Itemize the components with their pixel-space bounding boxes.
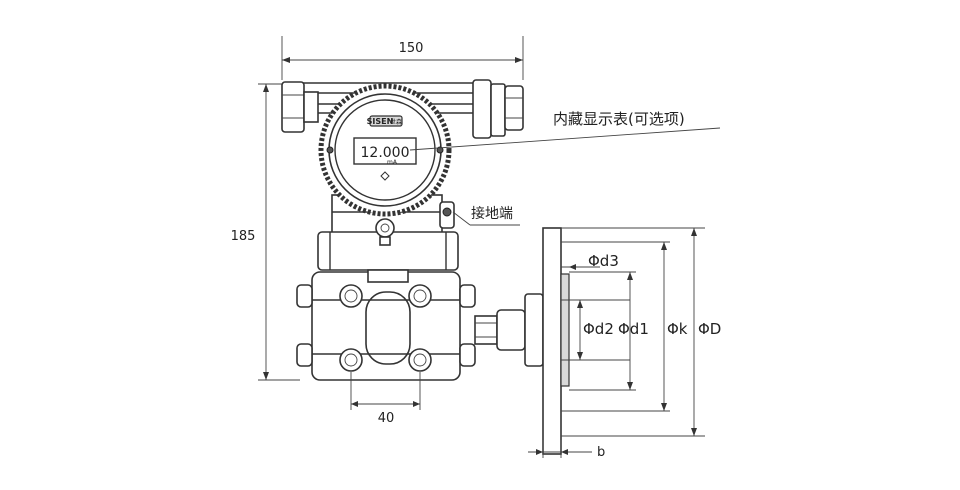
display-cover: SISEN 世森 12.000 mA 内藏显示表(可选项): [318, 83, 721, 217]
diameter-k-label: Φk: [667, 320, 688, 338]
diameter-D-label: ΦD: [698, 320, 721, 338]
diameter-d1-label: Φd1: [618, 320, 649, 338]
display-callout-label: 内藏显示表(可选项): [553, 110, 685, 128]
ground-terminal: 接地端: [439, 201, 520, 229]
flange-diameter-dimensions: ΦD Φk Φd1 Φd2 Φd3: [561, 227, 721, 437]
height-label: 185: [231, 229, 256, 244]
display-unit: mA: [387, 159, 398, 166]
ground-callout-label: 接地端: [471, 205, 513, 222]
center-distance-dimension: 40: [350, 372, 421, 426]
height-dimension: 185: [231, 83, 300, 381]
center-distance-label: 40: [378, 411, 395, 426]
flange-thickness-dimension: b: [528, 440, 605, 460]
process-flange: [296, 269, 476, 381]
flange-thickness-label: b: [597, 445, 605, 460]
display-reading: 12.000: [361, 145, 410, 161]
brand-sub: 世森: [390, 118, 402, 126]
diameter-d2-label: Φd2: [583, 320, 614, 338]
brand-logo: SISEN: [367, 117, 394, 126]
width-dimension: 150: [281, 36, 524, 80]
width-label: 150: [399, 41, 424, 56]
diameter-d3-label: Φd3: [588, 252, 619, 270]
remote-flange: [474, 227, 630, 455]
